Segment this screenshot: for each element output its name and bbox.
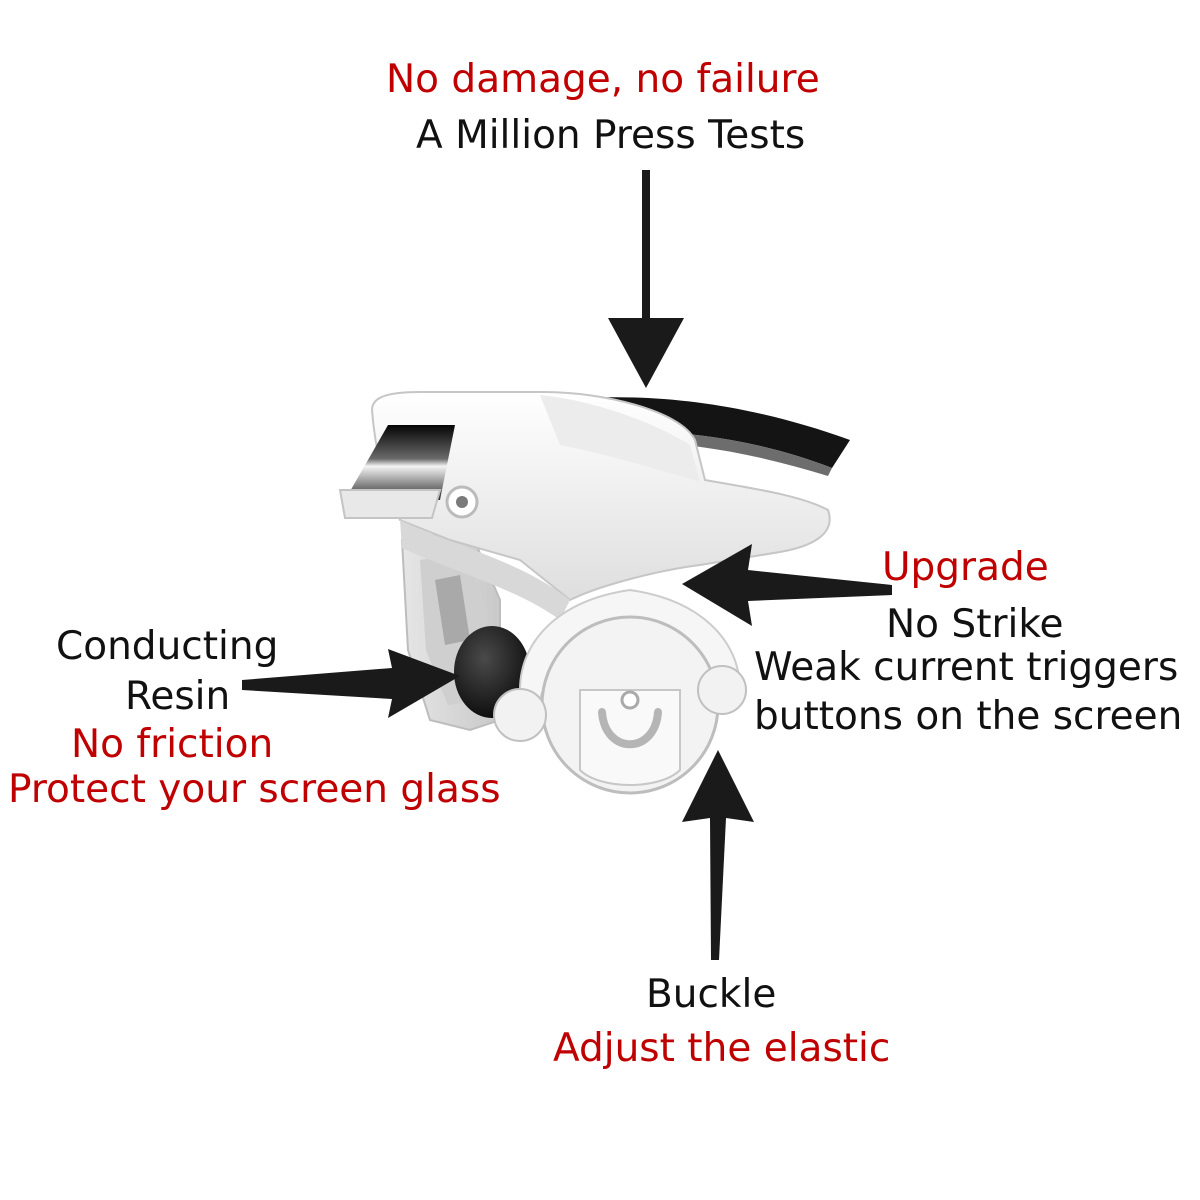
trigger-product xyxy=(338,391,850,795)
arrow-right xyxy=(682,544,892,626)
left-line2: Resin xyxy=(125,674,231,719)
bottom-highlight: Adjust the elastic xyxy=(553,1026,891,1071)
right-line1: No Strike xyxy=(886,602,1064,647)
arrow-left xyxy=(242,649,460,718)
arrow-top xyxy=(608,170,684,388)
main-body xyxy=(370,391,831,602)
left-highlight2: Protect your screen glass xyxy=(8,767,501,812)
bottom-text: Buckle xyxy=(646,972,777,1017)
right-line2: Weak current triggers xyxy=(754,645,1179,690)
arrow-bottom xyxy=(682,750,754,960)
right-knob xyxy=(697,665,747,715)
right-highlight: Upgrade xyxy=(882,545,1049,590)
top-highlight: No damage, no failure xyxy=(386,57,820,102)
chrome-trigger xyxy=(345,425,455,500)
right-line3: buttons on the screen xyxy=(754,694,1183,739)
left-highlight1: No friction xyxy=(71,722,274,767)
top-text: A Million Press Tests xyxy=(416,113,806,158)
left-line1: Conducting xyxy=(56,624,279,669)
left-knob xyxy=(493,688,547,742)
